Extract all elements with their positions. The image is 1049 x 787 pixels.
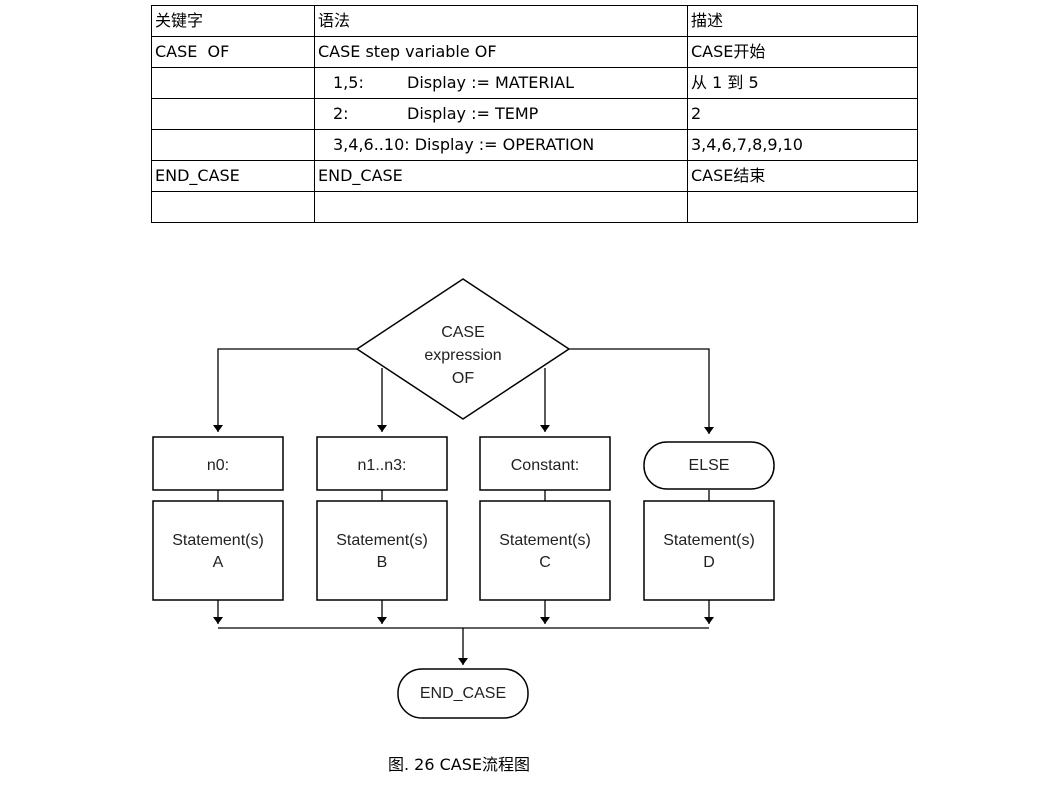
statement-text: B [377,554,388,571]
case-label-box [479,436,611,491]
header-keyword: 关键字 [151,5,315,37]
statement-text: C [539,554,551,571]
decision-label: CASE [441,324,485,341]
figure-caption: 图. 26 CASE流程图 [388,755,531,774]
syntax-cell: 3,4,6..10: Display := OPERATION [314,129,688,161]
end-terminal [397,668,529,719]
else-terminal [643,441,775,490]
keyword-cell [151,67,315,99]
statement-text: Statement(s) [499,532,591,549]
statement-box [479,500,611,601]
description-cell: CASE结束 [687,160,918,192]
syntax-case-label: 2: [333,104,349,123]
case-label-text: Constant: [511,457,579,474]
statement-box [643,500,775,601]
keyword-cell: CASE OF [151,36,315,68]
case-label-text: n0: [207,457,229,474]
syntax-cell: 2: Display := TEMP [314,98,688,130]
syntax-statement: 3,4,6..10: Display := OPERATION [333,135,595,154]
syntax-statement: CASE step variable OF [318,42,497,61]
description-cell [687,191,918,223]
statement-box [152,500,284,601]
decision-diamond [355,278,571,420]
case-label-text: ELSE [689,457,730,474]
statement-text: Statement(s) [663,532,755,549]
syntax-statement: Display := TEMP [407,104,539,123]
keyword-cell [151,129,315,161]
keyword-cell [151,98,315,130]
table-row: 3,4,6..10: Display := OPERATION 3,4,6,7,8… [151,129,918,161]
statement-box [316,500,448,601]
syntax-case-label: 1,5: [333,73,364,92]
syntax-statement: Display := MATERIAL [407,73,575,92]
description-cell: 3,4,6,7,8,9,10 [687,129,918,161]
syntax-statement: END_CASE [318,166,403,185]
keyword-cell [151,191,315,223]
case-label-text: n1..n3: [358,457,407,474]
table-row [151,191,918,223]
syntax-cell [314,191,688,223]
decision-label: OF [452,370,474,387]
case-label-box [316,436,448,491]
end-label: END_CASE [420,685,506,702]
statement-text: Statement(s) [172,532,264,549]
statement-text: A [213,554,224,571]
case-label-box [152,436,284,491]
table-header-row: 关键字 语法 描述 [151,5,918,37]
header-syntax: 语法 [314,5,688,37]
statement-text: D [703,554,715,571]
table-row: 2: Display := TEMP 2 [151,98,918,130]
statement-text: Statement(s) [336,532,428,549]
connector-left [213,348,357,432]
table-row: 1,5: Display := MATERIAL 从 1 到 5 [151,67,918,99]
syntax-cell: END_CASE [314,160,688,192]
connector-right [569,348,714,434]
description-cell: CASE开始 [687,36,918,68]
description-cell: 2 [687,98,918,130]
decision-label: expression [424,347,501,364]
description-cell: 从 1 到 5 [687,67,918,99]
